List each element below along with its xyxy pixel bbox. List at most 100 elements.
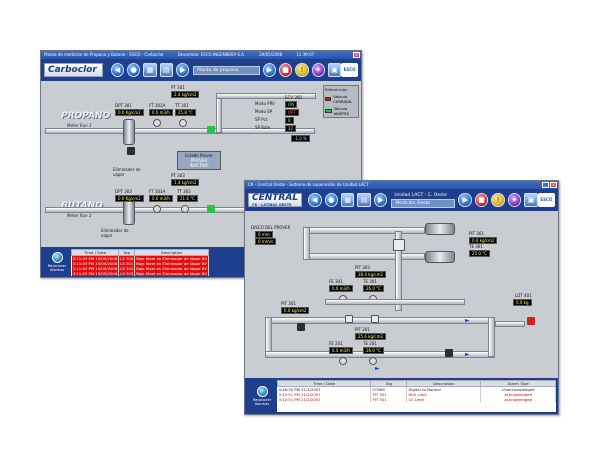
process-canvas: DISCO DEL PROVER 0 mm 0 mm/s PIT 361 0.0… bbox=[245, 211, 558, 381]
te361-tag: TE 361 bbox=[469, 244, 483, 249]
window-titlebar[interactable]: CK - Central Oeste - Sistema de supervis… bbox=[245, 181, 558, 189]
valve-legend: Referencias Válvula CERRADA Válvula ABIE… bbox=[323, 85, 359, 118]
column-header[interactable]: Description bbox=[134, 249, 209, 256]
pit361-value: 0.0 kg/cm2 bbox=[469, 237, 498, 244]
pipe bbox=[45, 128, 315, 134]
pit303-value: 28.4 kg/cm2 bbox=[355, 271, 387, 278]
mode-prv-value: ON bbox=[285, 101, 298, 108]
warning-icon[interactable]: ! bbox=[491, 193, 505, 207]
prover-speed-value: 0 mm/s bbox=[255, 238, 277, 245]
key-icon[interactable]: ✦ bbox=[311, 63, 325, 77]
toolbar: CENTRAL CK - LATINOL OESTE ◀ ● ▦ ▤ ▶ Uni… bbox=[245, 189, 558, 211]
acknowledge-alarms-button[interactable]: Reconocer Alarmas bbox=[247, 380, 277, 412]
valve[interactable] bbox=[345, 315, 353, 323]
dpt-value: 0.0 Kg/cm2 bbox=[115, 109, 144, 116]
valve-open[interactable] bbox=[207, 126, 215, 134]
pipe bbox=[495, 321, 525, 327]
window-title: Planta de medición de Propano y Butano -… bbox=[44, 52, 164, 57]
column-header[interactable]: Description bbox=[406, 380, 482, 387]
forward-icon[interactable]: ▶ bbox=[458, 193, 472, 207]
next-icon[interactable]: ▶ bbox=[373, 193, 388, 207]
warning-icon[interactable]: ! bbox=[295, 63, 309, 77]
back-icon[interactable]: ◀ bbox=[110, 63, 125, 77]
settings-icon[interactable]: ▣ bbox=[524, 193, 538, 207]
window-titlebar[interactable]: Planta de medición de Propano y Butano -… bbox=[41, 51, 361, 59]
screen-icon[interactable]: ▦ bbox=[341, 193, 355, 207]
te201-value: 26.0 °C bbox=[363, 347, 384, 354]
next-icon[interactable]: ▶ bbox=[176, 63, 190, 77]
pipe bbox=[216, 93, 222, 133]
trend-icon[interactable]: ▤ bbox=[159, 63, 173, 77]
prover-disc-label: DISCO DEL PROVER bbox=[251, 225, 291, 230]
column-header[interactable]: Alarm Type bbox=[480, 380, 556, 387]
screen-title: Unidad LACT - C. Oeste bbox=[394, 193, 447, 198]
four-way-valve[interactable] bbox=[393, 239, 405, 251]
column-header[interactable]: Tag bbox=[118, 249, 136, 256]
trend-icon[interactable]: ▤ bbox=[357, 193, 371, 207]
pipe bbox=[325, 299, 465, 305]
esco-logo: ESCO bbox=[341, 63, 359, 77]
temperature-sensor bbox=[179, 119, 187, 127]
minimize-button[interactable]: _ bbox=[542, 182, 549, 188]
pt-value: 2.4 kg/cm2 bbox=[171, 91, 200, 98]
forward-icon[interactable]: ▶ bbox=[262, 63, 276, 77]
prover-status: Estado Prover PROVER INACTIVO bbox=[177, 151, 221, 170]
ldt-tag: LDT 401 bbox=[515, 293, 532, 298]
tt-value: 25.8 °C bbox=[175, 109, 196, 116]
valve[interactable] bbox=[445, 349, 453, 357]
pit201-value: 25.6 kg/cm2 bbox=[355, 333, 387, 340]
pipe bbox=[45, 207, 245, 213]
pit-value: 0.0 kg/cm2 bbox=[281, 307, 310, 314]
column-header[interactable]: Time / Date bbox=[71, 249, 120, 256]
valve[interactable] bbox=[127, 147, 135, 155]
stop-icon[interactable]: ■ bbox=[474, 193, 489, 207]
te201-tag: TE 201 bbox=[363, 341, 377, 346]
pit-tag: PIT 301 bbox=[281, 301, 296, 306]
dpt-tag: DPT 301 bbox=[115, 103, 132, 108]
alarm-icon[interactable]: ● bbox=[324, 193, 338, 207]
flow-arrow: ► bbox=[375, 365, 380, 372]
stop-icon[interactable]: ■ bbox=[278, 63, 293, 77]
flow-meter bbox=[153, 205, 161, 213]
valve-open[interactable] bbox=[207, 205, 215, 213]
flow-arrow: ► bbox=[465, 351, 470, 358]
settings-icon[interactable]: ▣ bbox=[327, 63, 342, 77]
prover-barrel bbox=[425, 223, 455, 235]
flow-meter bbox=[339, 357, 347, 365]
pt-value: 1.4 kg/cm2 bbox=[171, 179, 200, 186]
valve[interactable] bbox=[371, 315, 379, 323]
screen-icon[interactable]: ▦ bbox=[143, 63, 157, 77]
back-icon[interactable]: ◀ bbox=[308, 193, 322, 207]
close-button[interactable]: × bbox=[550, 182, 557, 188]
process-canvas: PROPANO Meter Run 1 Eliminador de vapor … bbox=[41, 81, 361, 246]
valve[interactable] bbox=[527, 317, 535, 325]
column-header[interactable]: Time / Date bbox=[276, 380, 372, 387]
sp-rate-value: 12 bbox=[285, 125, 297, 132]
prover-line1: PROVER bbox=[190, 158, 208, 163]
sp-temp-value: -1.0 % bbox=[291, 135, 310, 142]
window-time: 11:39:07 bbox=[296, 52, 315, 57]
close-button[interactable]: × bbox=[353, 52, 360, 58]
acknowledge-icon bbox=[51, 252, 63, 263]
column-header[interactable]: Tag bbox=[370, 380, 408, 387]
screen-selector[interactable]: Medición Oeste bbox=[391, 199, 456, 208]
tt-tag: TT 301 bbox=[175, 103, 189, 108]
alarm-icon[interactable]: ● bbox=[127, 63, 141, 77]
valve[interactable] bbox=[297, 323, 305, 331]
acknowledge-alarms-button[interactable]: Reconocer Alarmas bbox=[43, 249, 71, 275]
vapor-eliminator-label: Eliminador de vapor bbox=[101, 228, 129, 238]
window-date: 29/05/2008 bbox=[259, 52, 283, 57]
fe201-value: 0.0 m3/h bbox=[329, 347, 353, 354]
alarm-table: Time / Date Tag Description Alarm Type 4… bbox=[276, 380, 556, 402]
screen-selector[interactable]: Planta de propano bbox=[193, 65, 260, 75]
legend-closed: Válvula CERRADA bbox=[333, 94, 352, 104]
key-icon[interactable]: ✦ bbox=[507, 193, 522, 207]
pit303-tag: PIT 303 bbox=[355, 265, 370, 270]
